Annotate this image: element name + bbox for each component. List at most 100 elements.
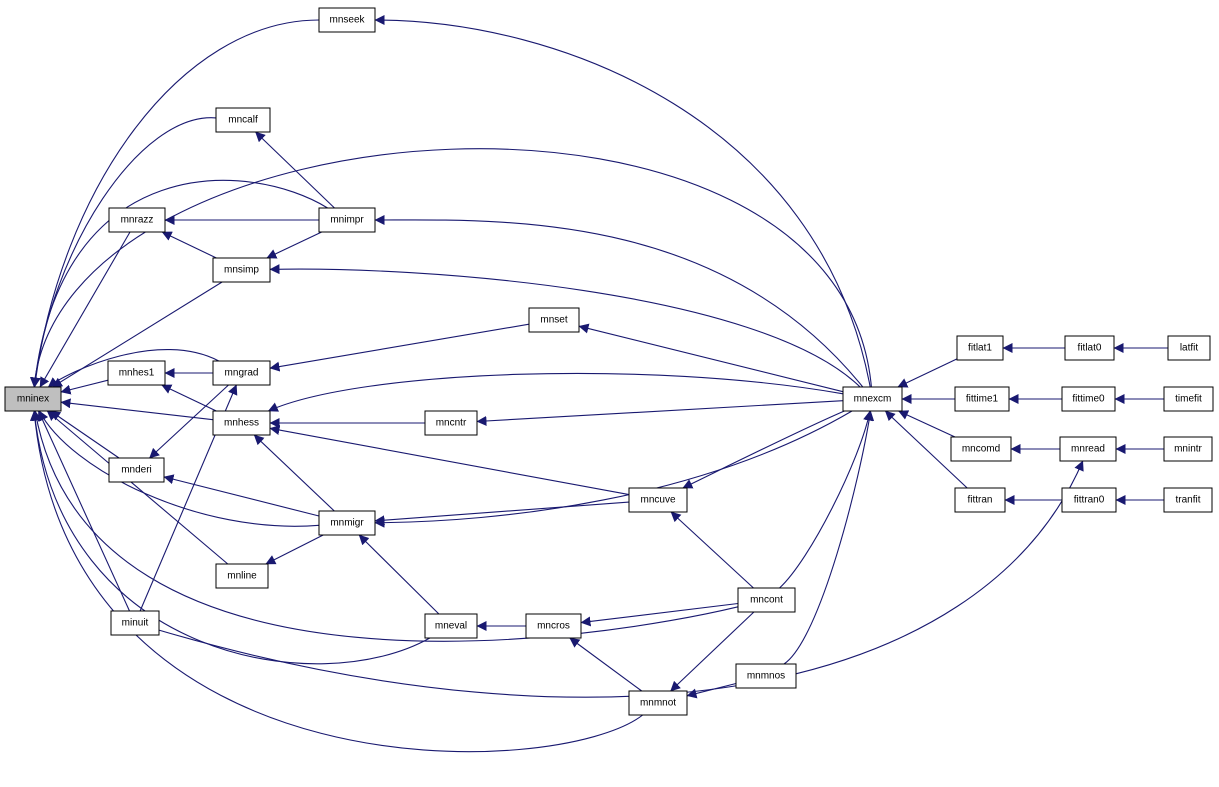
node-mncalf[interactable]: mncalf — [215, 107, 271, 133]
node-label: minuit — [122, 618, 149, 629]
node-fitlat0[interactable]: fitlat0 — [1064, 335, 1115, 361]
node-fitlat1[interactable]: fitlat1 — [956, 335, 1004, 361]
node-box — [954, 386, 1010, 412]
edge-mnmigr-to-mninex — [38, 410, 320, 527]
node-label: mncntr — [436, 418, 467, 429]
node-mnmnos[interactable]: mnmnos — [735, 663, 797, 689]
node-box — [956, 335, 1004, 361]
node-mnexcm[interactable]: mnexcm — [842, 386, 903, 412]
edge-mnexcm-to-mnseek — [374, 15, 871, 388]
edge-minuit-to-mninex — [37, 410, 131, 612]
edge-mnhess-to-mninex — [60, 398, 214, 421]
node-mncntr[interactable]: mncntr — [424, 410, 478, 436]
node-mnintr[interactable]: mnintr — [1163, 436, 1213, 462]
node-box — [4, 386, 62, 412]
edge-mncont-to-mnexcm — [779, 410, 873, 589]
edge-mnexcm-to-mnimpr — [374, 214, 864, 388]
node-mnread[interactable]: mnread — [1059, 436, 1117, 462]
node-mnhess[interactable]: mnhess — [212, 410, 271, 436]
edge-mnmigr-to-mnhess — [253, 434, 335, 512]
node-label: fittime1 — [966, 394, 999, 405]
node-label: mncuve — [640, 495, 675, 506]
node-mnrazz[interactable]: mnrazz — [108, 207, 166, 233]
node-label: tranfit — [1175, 495, 1200, 506]
node-box — [842, 386, 903, 412]
edge-mnexcm-to-mninex — [30, 148, 872, 388]
edge-mnimpr-to-mncalf — [255, 131, 335, 209]
node-box — [318, 207, 376, 233]
node-box — [1059, 436, 1117, 462]
edge-mnexcm-to-mnmigr — [374, 410, 853, 528]
node-box — [1167, 335, 1211, 361]
node-fittran0[interactable]: fittran0 — [1061, 487, 1117, 513]
node-mncomd[interactable]: mncomd — [950, 436, 1012, 462]
node-label: fittime0 — [1072, 394, 1105, 405]
node-label: mnderi — [121, 465, 152, 476]
node-label: mnimpr — [330, 215, 364, 226]
node-label: mngrad — [225, 368, 259, 379]
node-label: mnmnot — [640, 698, 676, 709]
edge-mneval-to-mninex — [30, 410, 431, 665]
node-fittime0[interactable]: fittime0 — [1061, 386, 1116, 412]
node-box — [424, 613, 478, 639]
node-mnmigr[interactable]: mnmigr — [318, 510, 376, 536]
node-minuit[interactable]: minuit — [110, 610, 160, 636]
node-box — [950, 436, 1012, 462]
node-mnderi[interactable]: mnderi — [108, 457, 165, 483]
node-label: mnread — [1071, 444, 1105, 455]
node-box — [110, 610, 160, 636]
node-mnset[interactable]: mnset — [528, 307, 580, 333]
edge-mnexcm-to-mncntr — [476, 400, 844, 426]
edge-mnimpr-to-mnsimp — [266, 231, 322, 259]
edge-mnexcm-to-mnset — [578, 323, 844, 393]
node-label: mnexcm — [854, 394, 892, 405]
node-mnmnot[interactable]: mnmnot — [628, 690, 688, 716]
edge-layer — [30, 15, 1168, 753]
node-mncont[interactable]: mncont — [737, 587, 796, 613]
node-label: fittran0 — [1074, 495, 1105, 506]
node-tranfit[interactable]: tranfit — [1163, 487, 1213, 513]
edge-mnexcm-to-mnsimp — [269, 264, 861, 388]
node-latfit[interactable]: latfit — [1167, 335, 1211, 361]
node-mneval[interactable]: mneval — [424, 613, 478, 639]
node-timefit[interactable]: timefit — [1163, 386, 1214, 412]
node-box — [107, 360, 166, 386]
node-box — [108, 207, 166, 233]
node-mncuve[interactable]: mncuve — [628, 487, 688, 513]
node-box — [628, 487, 688, 513]
node-mnhes1[interactable]: mnhes1 — [107, 360, 166, 386]
node-mnline[interactable]: mnline — [215, 563, 269, 589]
node-label: mninex — [17, 394, 49, 405]
node-mncros[interactable]: mncros — [525, 613, 582, 639]
node-box — [1064, 335, 1115, 361]
node-label: latfit — [1180, 343, 1199, 354]
edge-mncomd-to-mnexcm — [898, 410, 956, 438]
edge-mncont-to-mncros — [580, 602, 739, 627]
edge-mnhes1-to-mninex — [60, 379, 109, 395]
edge-mnmnos-to-mnexcm — [783, 410, 875, 665]
node-mnseek[interactable]: mnseek — [318, 7, 376, 33]
node-box — [215, 563, 269, 589]
edge-fittran-to-mnexcm — [884, 410, 968, 489]
node-box — [318, 7, 376, 33]
node-box — [1163, 436, 1213, 462]
edge-mnmnot-to-mninex — [30, 410, 644, 753]
node-box — [1061, 487, 1117, 513]
node-box — [528, 307, 580, 333]
node-mnsimp[interactable]: mnsimp — [212, 257, 271, 283]
node-fittran[interactable]: fittran — [954, 487, 1006, 513]
node-mnimpr[interactable]: mnimpr — [318, 207, 376, 233]
node-label: mnmnos — [747, 671, 785, 682]
edge-mncont-to-mninex — [31, 410, 739, 642]
edge-mnexcm-to-mncuve — [682, 410, 845, 489]
edge-mnimpr-to-mninex — [30, 179, 328, 388]
node-mninex[interactable]: mninex — [4, 386, 62, 412]
node-label: mnsimp — [224, 265, 259, 276]
edge-mnmnot-to-mncros — [569, 637, 643, 692]
node-fittime1[interactable]: fittime1 — [954, 386, 1010, 412]
edge-mnseek-to-mninex — [30, 19, 320, 388]
node-label: mncalf — [228, 115, 258, 126]
node-mngrad[interactable]: mngrad — [212, 360, 271, 386]
edge-mnset-to-mngrad — [269, 323, 530, 372]
node-label: mneval — [435, 621, 467, 632]
